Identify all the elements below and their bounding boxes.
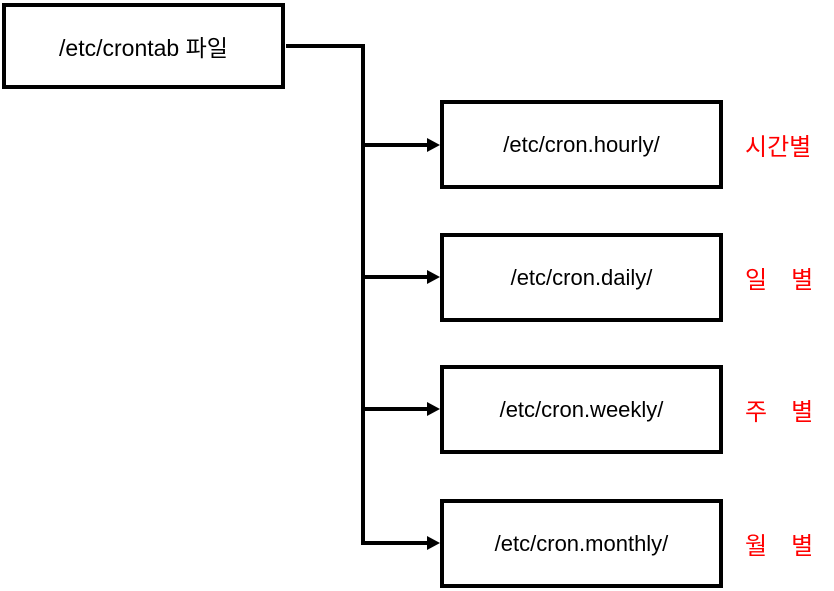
annotation-daily: 일 별 (745, 233, 830, 322)
arrowhead-icon (427, 536, 440, 550)
node-label: /etc/cron.daily/ (510, 264, 653, 290)
node-cron-daily: /etc/cron.daily/ (440, 233, 723, 322)
node-label: /etc/cron.monthly/ (494, 530, 669, 556)
node-label: /etc/cron.hourly/ (503, 131, 660, 157)
node-cron-weekly: /etc/cron.weekly/ (440, 365, 723, 454)
annotation-hourly: 시간별 (745, 100, 830, 189)
node-cron-monthly: /etc/cron.monthly/ (440, 499, 723, 588)
connector-trunk (286, 44, 365, 543)
arrowhead-icon (427, 138, 440, 152)
annotation-label: 시간별 (745, 134, 812, 161)
annotation-label: 일 별 (745, 267, 814, 294)
node-crontab-file: /etc/crontab 파일 (2, 3, 285, 89)
node-label: /etc/cron.weekly/ (499, 396, 664, 422)
annotation-label: 주 별 (745, 399, 814, 426)
annotation-label: 월 별 (745, 533, 814, 560)
arrowhead-icon (427, 402, 440, 416)
annotation-weekly: 주 별 (745, 365, 830, 454)
node-cron-hourly: /etc/cron.hourly/ (440, 100, 723, 189)
node-label: /etc/crontab 파일 (59, 35, 228, 61)
arrowhead-icon (427, 270, 440, 284)
annotation-monthly: 월 별 (745, 499, 830, 588)
